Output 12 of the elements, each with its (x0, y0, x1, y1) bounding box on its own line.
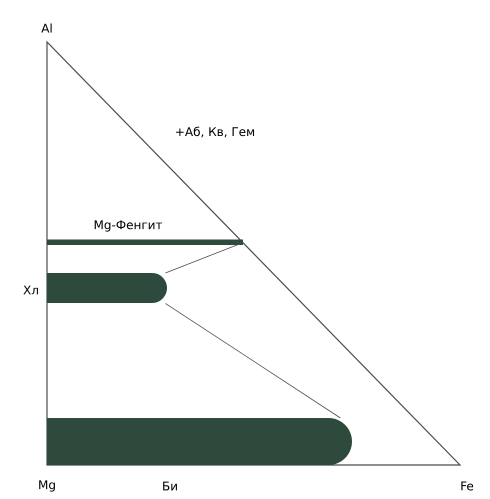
mineral-label: Mg-Фенгит (94, 220, 162, 232)
vertex-label: Mg (39, 480, 55, 492)
mineral-bar (47, 418, 352, 465)
vertex-label: Al (41, 23, 52, 33)
mineral-label: Хл (23, 286, 38, 294)
vertex-label: Fe (461, 482, 474, 490)
mineral-label: Би (163, 482, 177, 490)
tie-line (165, 242, 244, 274)
vertex-label: +Аб, Кв, Гем (176, 126, 254, 138)
tie-line (165, 303, 341, 418)
mineral-bar (47, 240, 243, 245)
mineral-bar (47, 273, 167, 303)
